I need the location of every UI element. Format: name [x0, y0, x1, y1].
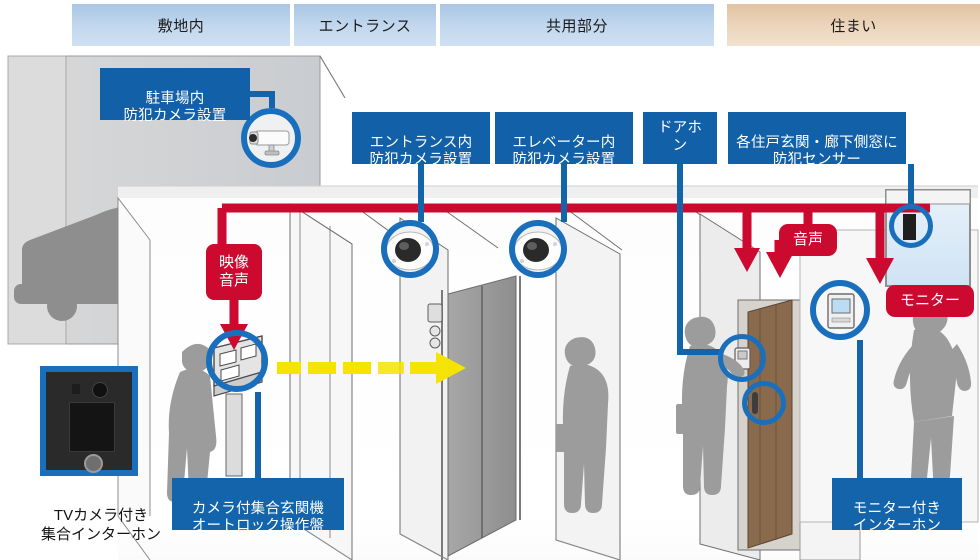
- callout-home-security-sensor[interactable]: 各住戸玄関・廊下側窓に 防犯センサー: [728, 112, 906, 168]
- caption-tv-camera-intercom-text: TVカメラ付き 集合インターホン: [40, 506, 161, 543]
- zone-band-site: 敷地内: [72, 4, 290, 46]
- callout-elevator-camera[interactable]: エレベーター内 防犯カメラ設置: [495, 112, 633, 168]
- zone-label-site: 敷地内: [157, 17, 205, 35]
- elevator-call-panel: [427, 303, 443, 349]
- badge-monitor-text: モニター: [899, 291, 960, 309]
- zone-label-common-area: 共用部分: [545, 17, 608, 35]
- badge-video-audio: 映像 音声: [206, 244, 262, 300]
- callout-leader-lines: [250, 91, 914, 478]
- person-at-entrance-panel: [167, 343, 217, 502]
- callout-door-phone[interactable]: ドアホン: [643, 112, 717, 164]
- bullet-camera-ring: [241, 108, 301, 168]
- badge-audio-text: 音声: [792, 230, 823, 248]
- callout-entrance-camera[interactable]: エントランス内 防犯カメラ設置: [352, 112, 490, 168]
- door-phone-ring: [718, 334, 766, 382]
- mic-slot: [72, 384, 80, 394]
- caption-tv-camera-intercom: TVカメラ付き 集合インターホン: [28, 488, 174, 544]
- badge-audio: 音声: [779, 224, 837, 256]
- person-inside-residence: [893, 287, 972, 487]
- people-silhouettes: [167, 287, 972, 513]
- tv-camera-intercom-photo: [40, 366, 138, 476]
- camera-lens-icon: [92, 382, 108, 398]
- person-in-corridor: [556, 337, 609, 513]
- callout-auto-lock-panel-text: カメラ付集合玄関機 オートロック操作盤: [191, 500, 325, 535]
- callout-parking-camera[interactable]: 駐車場内 防犯カメラ設置: [100, 68, 250, 124]
- elevator-lobby: [399, 217, 521, 560]
- door-sensor-ring: [742, 381, 786, 425]
- zone-band-residence: 住まい: [727, 4, 980, 46]
- zone-label-entrance: エントランス: [318, 17, 412, 35]
- callout-door-phone-text: ドアホン: [657, 119, 703, 154]
- auto-lock-panel-ring: [206, 330, 268, 392]
- callout-home-security-sensor-text: 各住戸玄関・廊下側窓に 防犯センサー: [736, 134, 898, 169]
- indoor-monitor-ring: [810, 280, 870, 340]
- callout-monitor-intercom[interactable]: モニター付き インターホン: [832, 478, 962, 534]
- callout-elevator-camera-text: エレベーター内 防犯カメラ設置: [512, 134, 616, 169]
- zone-label-residence: 住まい: [830, 17, 877, 35]
- intercom-screen: [69, 402, 115, 452]
- zone-band-entrance: エントランス: [294, 4, 436, 46]
- badge-monitor: モニター: [886, 285, 974, 317]
- call-button-icon: [84, 454, 103, 473]
- callout-auto-lock-panel[interactable]: カメラ付集合玄関機 オートロック操作盤: [172, 478, 344, 534]
- zone-band-common-area: 共用部分: [440, 4, 714, 46]
- callout-entrance-camera-text: エントランス内 防犯カメラ設置: [369, 134, 473, 169]
- callout-monitor-intercom-text: モニター付き インターホン: [852, 500, 942, 535]
- walking-direction-arrow: [277, 352, 466, 384]
- red-door-arrowhead: [734, 248, 760, 272]
- window-sensor-ring: [889, 204, 933, 248]
- entrance-dome-camera-ring: [381, 220, 439, 278]
- callout-parking-camera-text: 駐車場内 防犯カメラ設置: [123, 90, 227, 125]
- badge-video-audio-text: 映像 音声: [218, 253, 249, 289]
- elevator-dome-camera-ring: [509, 220, 567, 278]
